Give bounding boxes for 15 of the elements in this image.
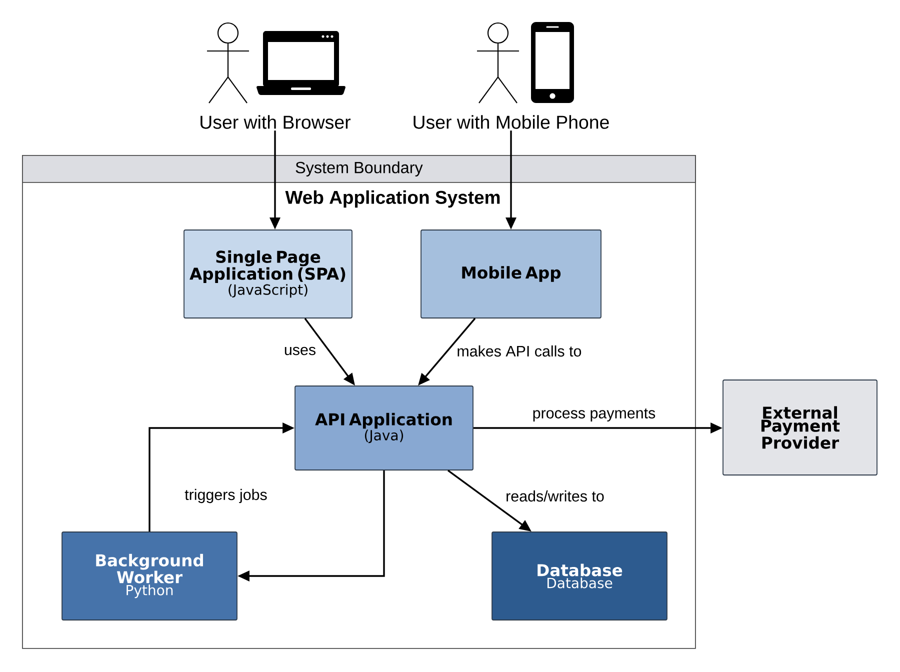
process-box: Mobile App: [420, 230, 602, 318]
edge-label: process payments: [530, 407, 658, 423]
process-box: API Application (Java): [294, 386, 474, 470]
process-box: Background Worker Python: [62, 532, 238, 620]
actor-label: User with Mobile Phone: [414, 115, 609, 129]
edge-label: reads/writes to: [504, 488, 606, 504]
process-box: External Payment Provider: [722, 380, 878, 476]
actor-label: User with Browser: [200, 115, 350, 129]
boundary-header: System Boundary: [22, 155, 696, 183]
boundary-title: Web Application System: [285, 190, 500, 208]
edge-label: makes API calls to: [455, 344, 584, 358]
process-box: Single Page Application (SPA) (JavaScript): [184, 230, 352, 318]
process-box: Database Database: [492, 532, 668, 620]
edge-label: triggers jobs: [183, 487, 269, 505]
edge-label: uses: [282, 345, 318, 357]
